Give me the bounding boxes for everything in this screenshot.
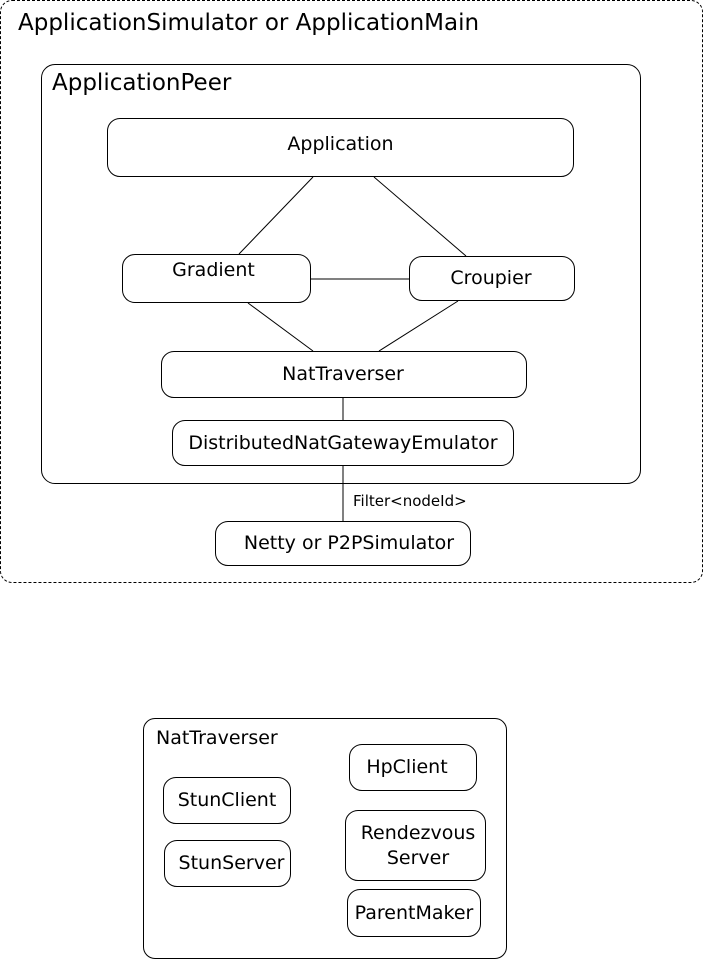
hpclient-label: HpClient bbox=[366, 756, 448, 778]
emulator-node: DistributedNatGatewayEmulator bbox=[172, 420, 514, 466]
rendezvous-label-line2: Server bbox=[386, 846, 450, 869]
stunclient-label: StunClient bbox=[177, 789, 277, 811]
stunclient-node: StunClient bbox=[163, 777, 291, 824]
croupier-label: Croupier bbox=[450, 267, 532, 289]
hpclient-node: HpClient bbox=[349, 744, 477, 791]
gradient-label: Gradient bbox=[172, 258, 255, 281]
rendezvous-label-line1: Rendezvous bbox=[360, 821, 476, 844]
edge-application-croupier bbox=[373, 176, 467, 257]
netty-label: Netty or P2PSimulator bbox=[243, 532, 455, 554]
stunserver-node: StunServer bbox=[164, 840, 291, 887]
rendezvous-server-node: Rendezvous Server bbox=[345, 810, 486, 881]
edge-application-gradient bbox=[238, 176, 314, 255]
edge-gradient-nattraverser bbox=[247, 302, 314, 352]
stunserver-label: StunServer bbox=[178, 852, 285, 874]
application-label: Application bbox=[287, 132, 394, 155]
nattraverser-node: NatTraverser bbox=[161, 351, 527, 398]
application-node: Application bbox=[107, 118, 574, 177]
croupier-node: Croupier bbox=[409, 256, 575, 301]
nattraverser-detail-title: NatTraverser bbox=[156, 727, 278, 749]
emulator-label: DistributedNatGatewayEmulator bbox=[188, 431, 498, 454]
outer-title: ApplicationSimulator or ApplicationMain bbox=[18, 10, 480, 36]
parentmaker-node: ParentMaker bbox=[347, 889, 481, 937]
nattraverser-label: NatTraverser bbox=[282, 363, 404, 385]
peer-title: ApplicationPeer bbox=[52, 70, 232, 96]
parentmaker-label: ParentMaker bbox=[354, 901, 474, 924]
gradient-node: Gradient bbox=[122, 254, 311, 303]
filter-label: Filter<nodeId> bbox=[353, 492, 467, 510]
netty-node: Netty or P2PSimulator bbox=[215, 521, 471, 566]
edge-croupier-nattraverser bbox=[378, 300, 459, 352]
